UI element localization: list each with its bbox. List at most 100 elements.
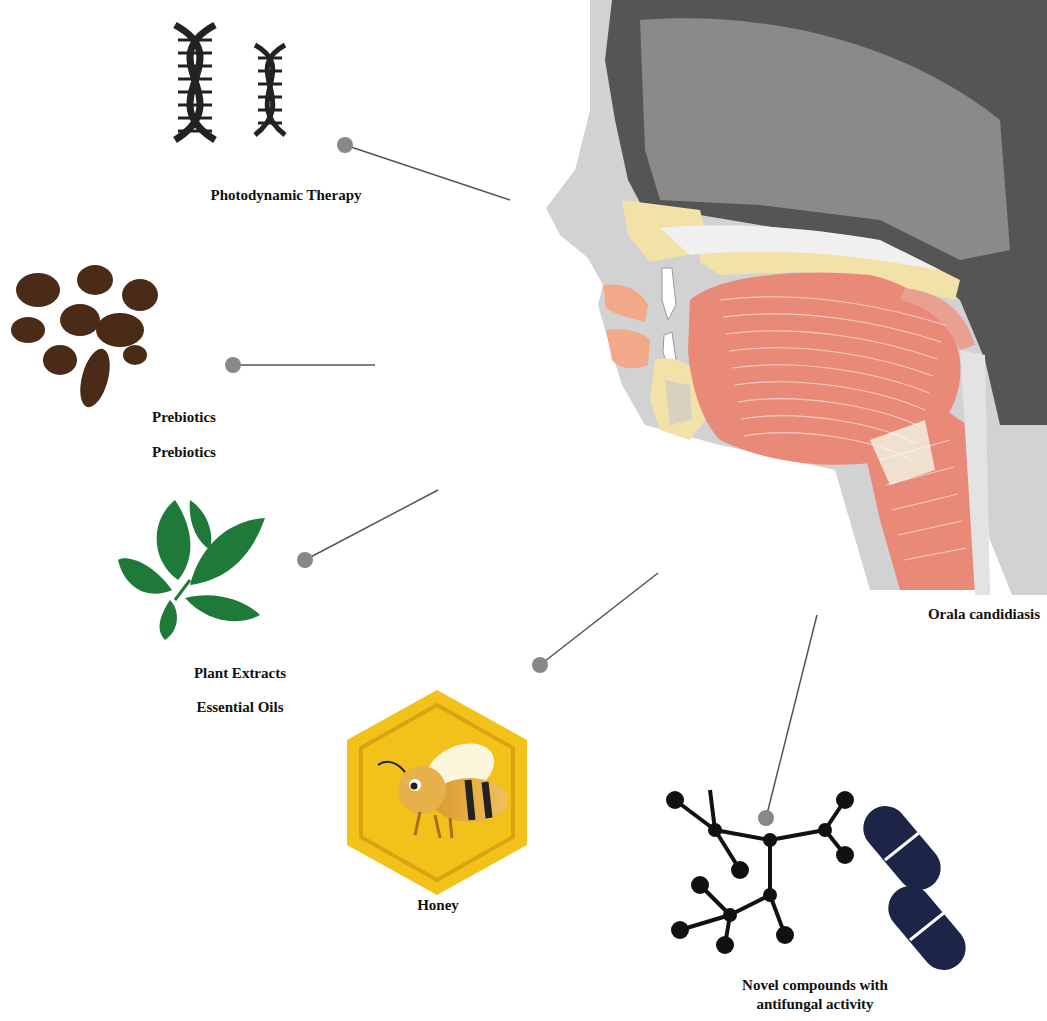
leaf-icon-part [190,500,212,550]
muscle-striations-part [898,521,962,535]
dna-icon-part [255,45,285,135]
dna-icon-part-part [178,65,212,68]
icon-label: Novel compounds with antifungal activity [708,976,923,1014]
icon-label: Prebiotics [152,443,216,462]
leaf-icon-part [185,595,260,621]
pill-icon-part [854,797,949,899]
muscle-striations-part [726,331,937,359]
molecule-icon-part-part [836,846,854,864]
muscle-striations-part [723,314,941,342]
muscle-striations-part [892,494,958,510]
nasal-cavity [660,225,940,270]
dna-icon-part-part [258,83,282,86]
icon-label: Prebiotics [152,408,216,427]
epiglottis [960,350,990,595]
honey-icon [347,690,527,895]
leaf-icon-part [118,558,172,593]
honey-icon-part [398,766,446,814]
dna-icon-part-part [178,104,212,107]
molecule-icon-part-part [731,861,749,879]
prebiotic-icon-part [43,345,77,375]
dna-icon-part-part [258,70,282,73]
muscle-striations [720,297,966,560]
muscle-striations-part [735,382,925,410]
icon-label: Orala candidiasis [928,605,1040,624]
leader-dots-part [297,552,313,568]
dna-icon-part-part [178,117,212,120]
pill-icon-part [885,832,945,940]
honey-icon-part [378,762,405,772]
leader-dots-part [532,657,548,673]
molecule-icon-part-part [818,823,832,837]
molecule-icon-part-part [691,876,709,894]
molecule-icon-part-part [836,791,854,809]
leader-lines-part [305,490,438,560]
leader-dots-part [758,810,774,826]
leader-lines-part [540,573,658,665]
head-illustration [546,0,1047,595]
upper-tooth [662,268,676,320]
muscle-striations-part [880,440,950,460]
pill-icon-part-part [910,912,945,940]
leader-lines-part [233,364,375,366]
honey-icon-part [361,705,513,880]
leader-lines [233,145,817,818]
muscle-striations-part [741,416,917,444]
prebiotic-icon [11,265,158,410]
molecule-icon-part-part [708,823,722,837]
dna-icon-part-part [178,78,212,81]
dna-icon-part-part [178,52,212,55]
molecule-icon-part-part [763,888,777,902]
muscle-striations-part [732,365,929,393]
prebiotic-icon-part [123,345,147,365]
prebiotic-icon-part [122,279,158,311]
honey-icon-part [411,783,418,790]
prebiotic-icon-part [75,346,116,411]
muscle-striations-part [738,399,921,427]
molecule-icon-part-part [666,791,684,809]
molecule-icon-part [675,790,845,945]
molecule-icon [666,790,854,954]
dna-icon-part-part [178,91,212,94]
icon-label: Plant Extracts [194,664,286,683]
head-silhouette [546,0,1047,595]
leaf-icon-part [157,500,191,580]
prebiotic-icon-part [11,317,45,343]
dna-icon [175,25,285,140]
dna-icon-part-part [178,39,212,42]
dna-icon-part [175,25,215,140]
muscle-striations-part [729,348,933,376]
leader-lines-part [345,145,510,200]
honey-icon-part [415,812,452,838]
molecule-icon-part-part [776,926,794,944]
dna-icon-part-part [258,109,282,112]
pill-icon-part [879,877,974,979]
icon-label: Essential Oils [196,698,283,717]
lower-lip [606,329,650,368]
pill-icon-part-part [885,832,920,860]
pill-icon [854,797,974,979]
muscle-striations-part [744,433,913,461]
leader-dots-part [337,137,353,153]
leader-lines-part [766,615,817,818]
prebiotic-icon-part [60,304,100,336]
honey-icon-part [468,780,489,820]
mandible-core [665,380,692,425]
upper-lip [603,284,648,322]
prebiotic-icon-part [16,273,60,307]
dna-icon-part [255,45,285,135]
dna-icon-part [175,25,215,140]
molecule-icon-part-part [768,840,772,895]
honey-icon-part [409,779,421,791]
dna-icon-part-part [258,122,282,125]
muscle-striations-part [886,467,954,485]
molecule-icon-part-part [763,833,777,847]
molecule-icon-part [666,791,854,954]
leader-dots-part [225,357,241,373]
molecule-icon-part-part [770,830,825,840]
muscle-striations-part [904,548,966,560]
leaf-icon-part [160,600,177,640]
molecule-icon-part-part [715,830,770,840]
dna-icon-part-part [178,130,212,133]
